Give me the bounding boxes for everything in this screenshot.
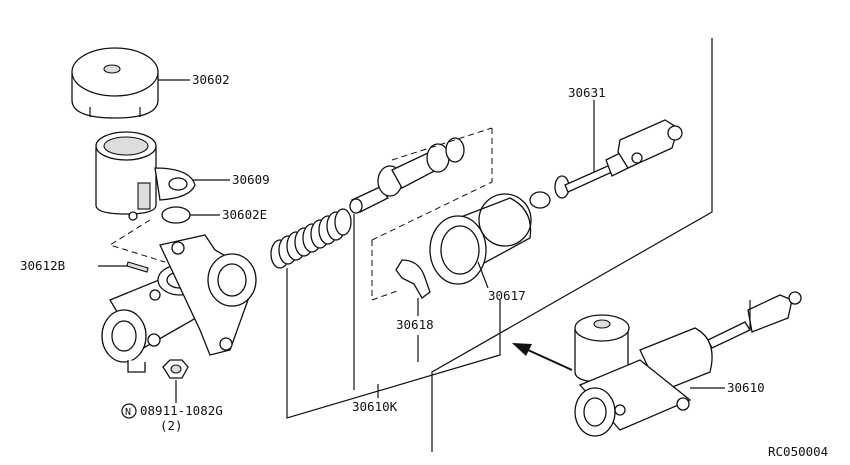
bolt-prefix-circle — [121, 403, 137, 419]
cylinder-body-part — [101, 234, 257, 373]
spring-part — [270, 208, 352, 269]
piston-group-box — [391, 127, 493, 161]
reference-code: RC050004 — [768, 444, 828, 459]
label-30631: 30631 — [568, 85, 606, 100]
label-bolt-qty: (2) — [160, 418, 183, 433]
label-30618: 30618 — [396, 317, 434, 332]
boot-part — [429, 193, 532, 285]
bolt-prefix: N — [125, 407, 131, 418]
nut-part — [162, 359, 189, 379]
seal-group-box — [371, 128, 493, 301]
leader-30610K — [286, 268, 501, 419]
piston-part — [349, 137, 465, 214]
push-rod-part — [529, 119, 683, 209]
label-30609: 30609 — [232, 172, 270, 187]
label-30602E: 30602E — [222, 207, 267, 222]
label-30612B: 30612B — [20, 258, 65, 273]
pin-part — [126, 261, 149, 273]
label-bolt-code: 08911-1082G — [140, 403, 223, 418]
assembled-cylinder-part — [574, 291, 802, 437]
leader-30617 — [477, 261, 489, 289]
label-30610: 30610 — [727, 380, 765, 395]
reservoir-cap-part — [71, 47, 159, 119]
label-30617: 30617 — [488, 288, 526, 303]
assembly-arrow-icon — [512, 343, 573, 371]
circlip-part — [395, 259, 431, 299]
view-boundary-line — [431, 38, 713, 452]
alignment-line — [108, 219, 166, 263]
label-30602: 30602 — [192, 72, 230, 87]
label-30610K: 30610K — [352, 399, 398, 414]
reservoir-part — [95, 131, 196, 221]
reservoir-seal-part — [161, 206, 191, 224]
